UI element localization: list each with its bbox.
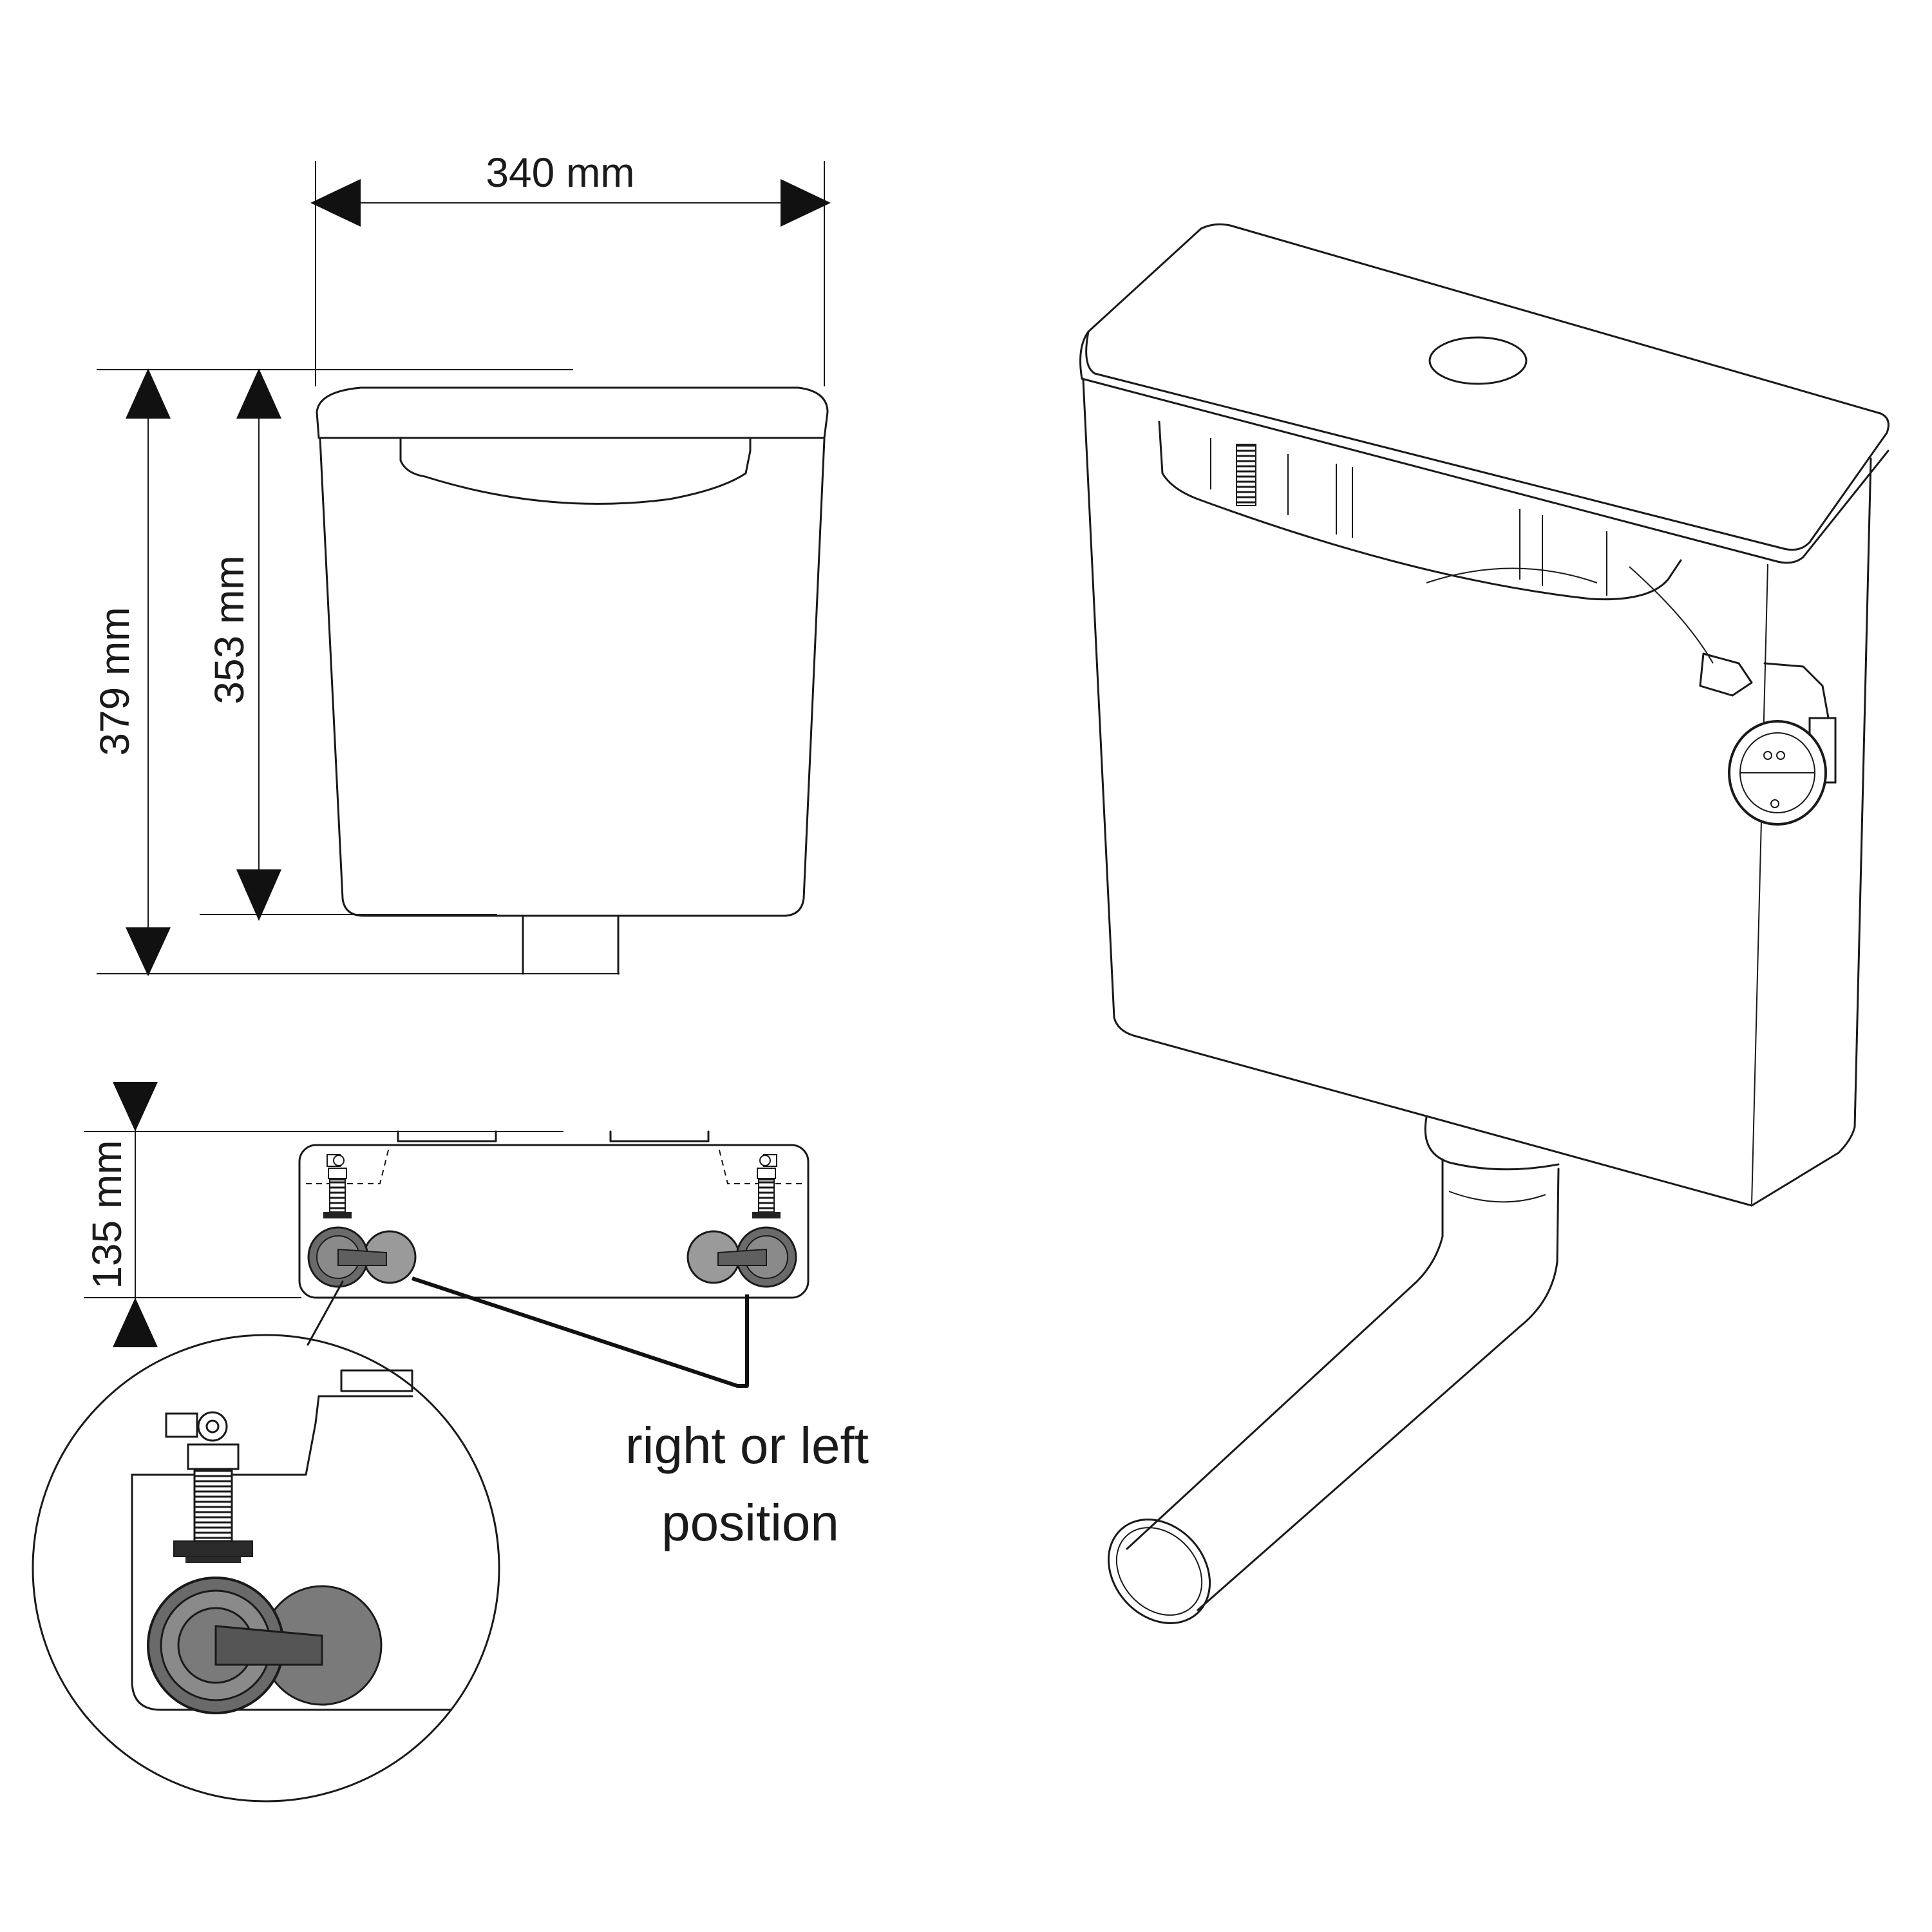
iso-lid-top [1085, 223, 1889, 551]
callout-leader [412, 1276, 749, 1388]
detail-circle [32, 1334, 500, 1803]
iso-window [1158, 421, 1682, 601]
plan-body-outline [298, 1144, 810, 1299]
iso-side-face [1750, 457, 1872, 1207]
detail-leader [307, 1280, 344, 1346]
iso-pipe-end [1107, 1519, 1211, 1624]
isometric-cistern-view [1079, 223, 1889, 1624]
tank-body [319, 438, 826, 917]
dimension-height-body: 353 mm [206, 368, 281, 921]
iso-side-button [1699, 652, 1837, 826]
callout-line1: right or left [625, 1417, 869, 1474]
iso-flush-pipe [1107, 1116, 1560, 1624]
iso-mechanism [1210, 438, 1714, 664]
plan-valve-left [307, 1154, 417, 1288]
plan-view: 135 mm right or left position [84, 1082, 869, 1551]
callout-line2: position [661, 1494, 839, 1551]
iso-flush-button [1428, 336, 1528, 385]
height-total-label: 379 mm [91, 607, 138, 755]
dimension-width: 340 mm [310, 149, 831, 227]
dimension-height-total: 379 mm [91, 368, 171, 976]
iso-front-face [1082, 379, 1753, 1207]
front-elevation-view: 340 mm 379 mm 353 mm [91, 149, 831, 976]
lid-recess [399, 437, 752, 505]
height-body-label: 353 mm [206, 555, 252, 704]
depth-label: 135 mm [84, 1140, 130, 1289]
tank-lid [316, 386, 829, 439]
detail-magnifier [32, 1280, 500, 1803]
dimension-depth: 135 mm [84, 1082, 158, 1347]
outlet-stub [522, 914, 620, 975]
width-label: 340 mm [486, 149, 634, 196]
plan-valve-right [687, 1154, 797, 1288]
